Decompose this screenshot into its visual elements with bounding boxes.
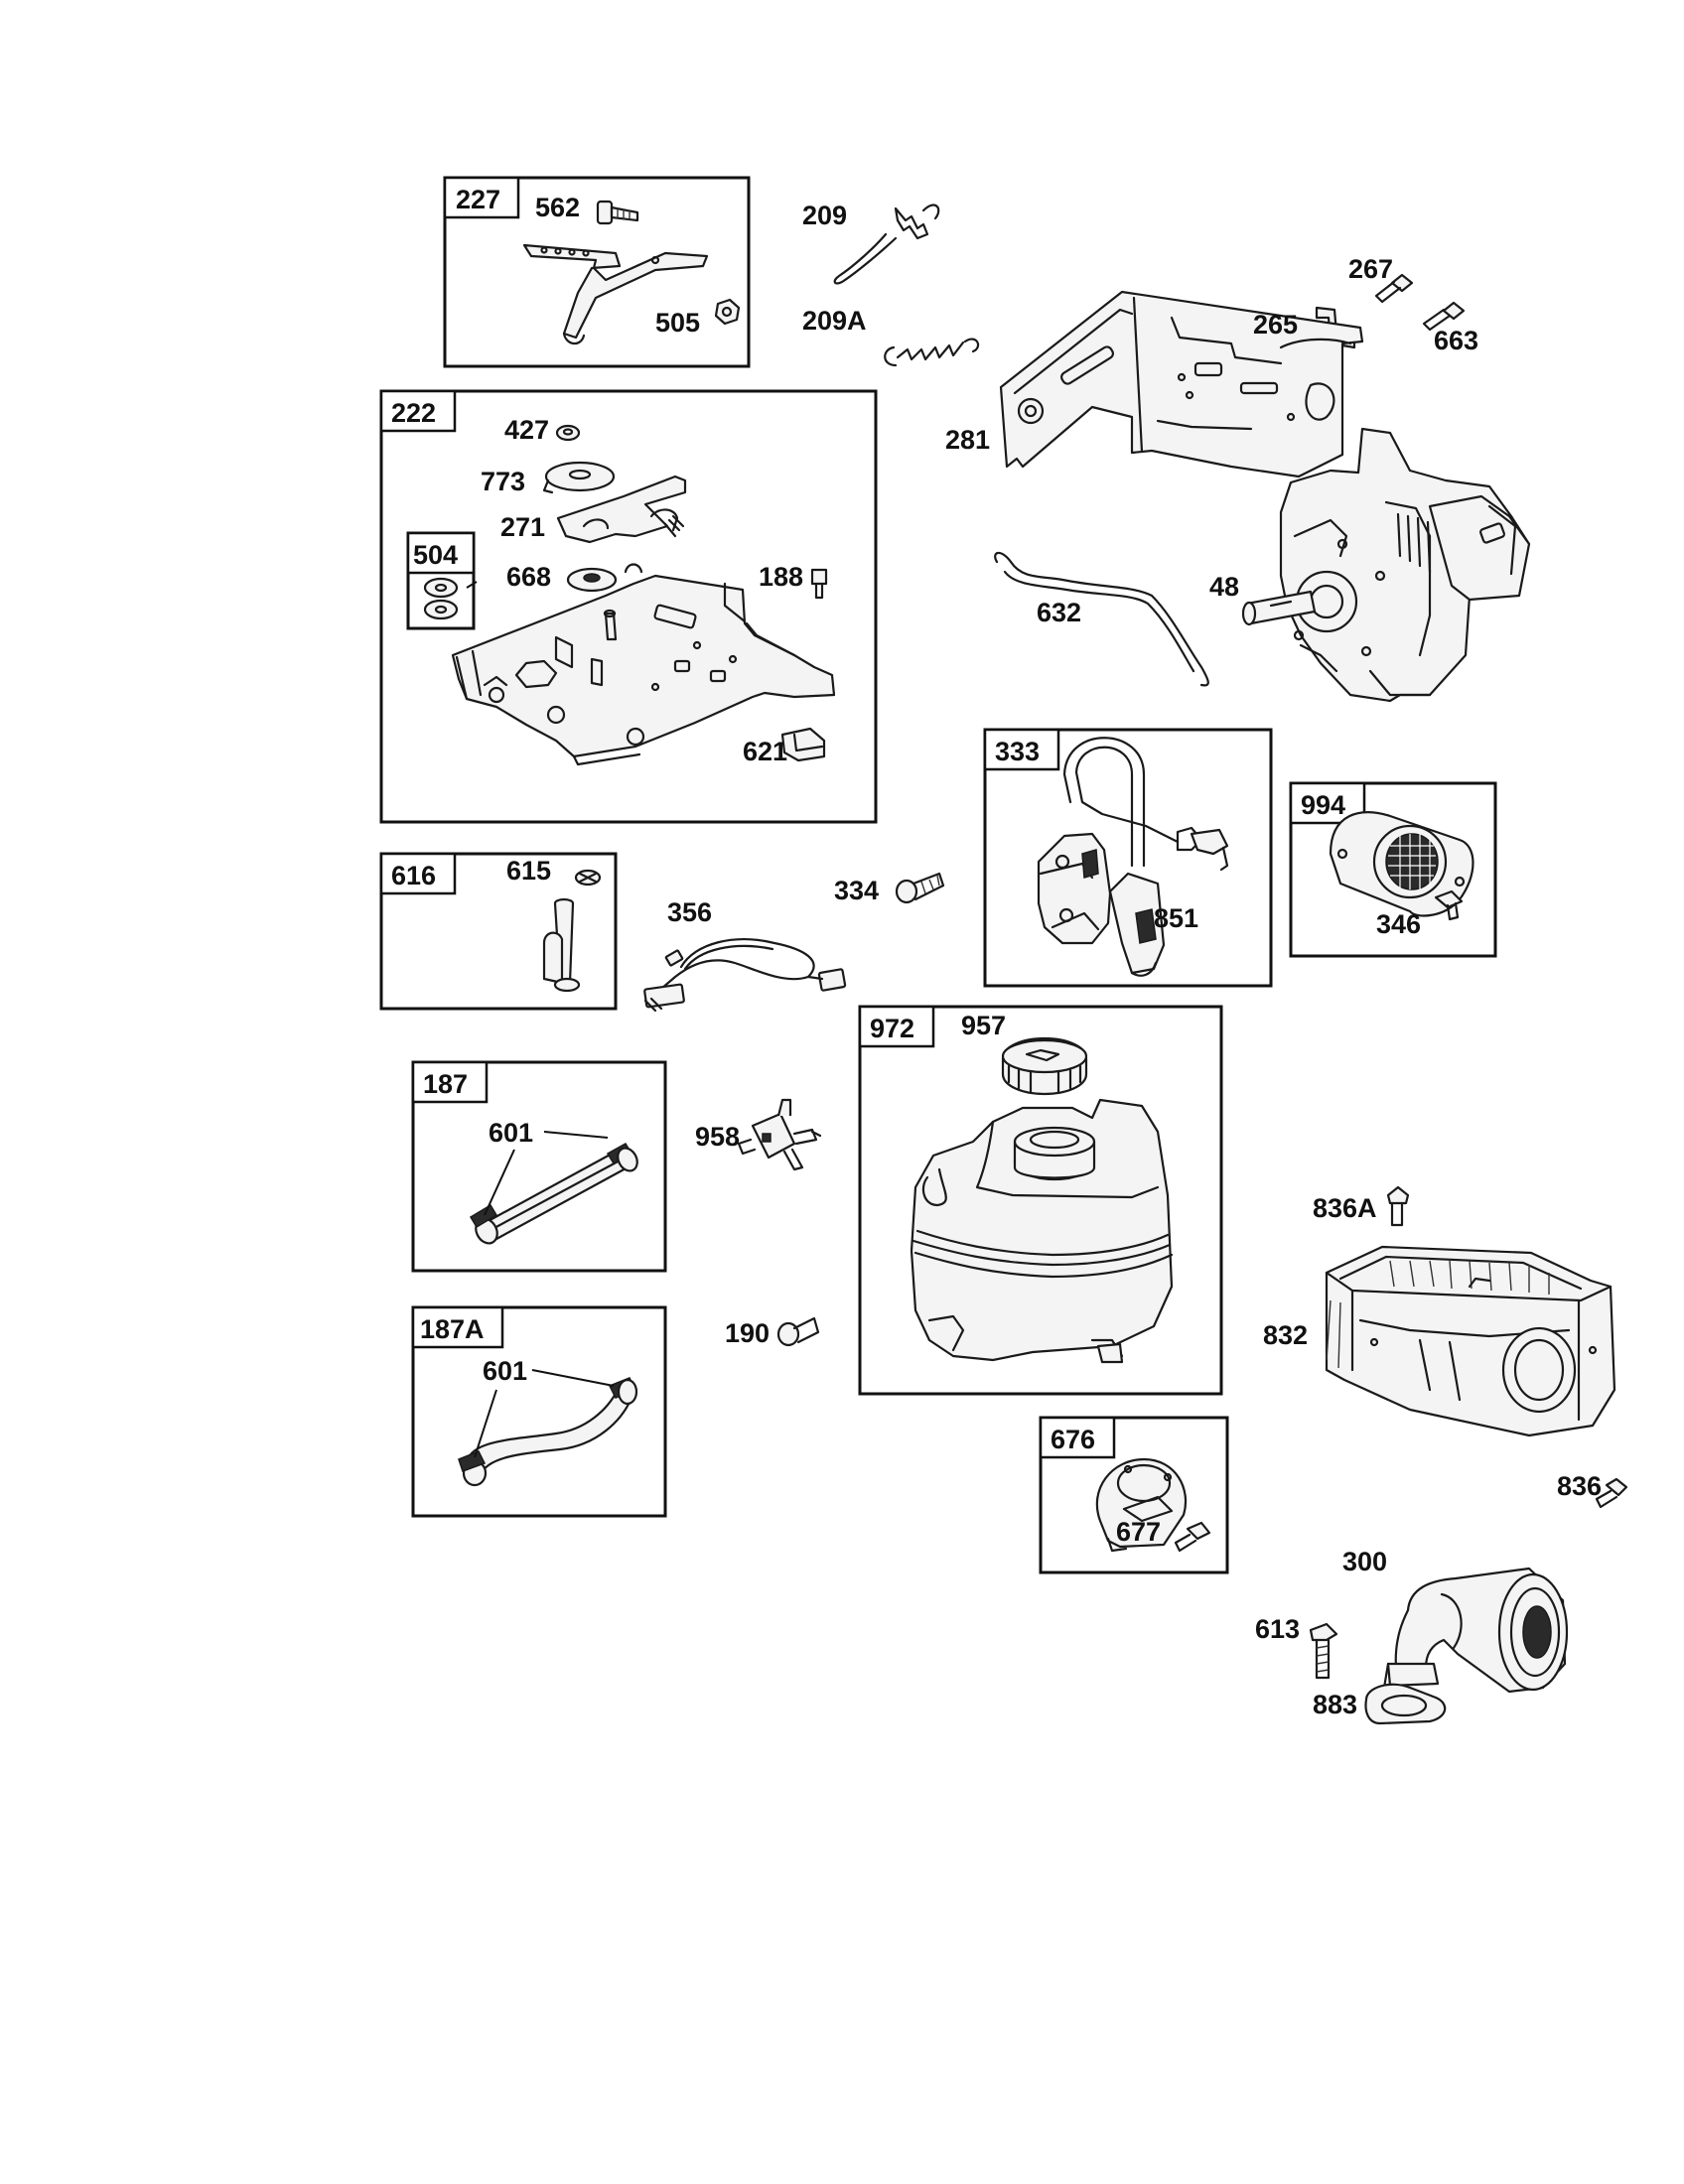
leader-601-b1: [531, 1369, 615, 1387]
part-209-label: 209: [802, 201, 847, 230]
leader-601-a2: [484, 1149, 515, 1216]
group-972-label: 972: [870, 1014, 914, 1043]
group-676-label: 676: [1051, 1425, 1095, 1454]
part-271-label: 271: [500, 512, 545, 542]
spring-209-drawing: [833, 204, 940, 285]
leader-601-b2: [474, 1389, 497, 1458]
nut-505-drawing: [714, 298, 741, 326]
part-190-label: 190: [725, 1318, 770, 1348]
part-601-label-a: 601: [489, 1118, 533, 1148]
part-836a-label: 836A: [1313, 1193, 1377, 1223]
part-615-label: 615: [506, 856, 551, 886]
part-334-label: 334: [834, 876, 879, 905]
group-227-box: 227: [443, 176, 751, 368]
muffler-300-drawing: [1382, 1567, 1569, 1694]
part-505-label: 505: [655, 308, 700, 338]
control-lever-773-drawing: [542, 461, 616, 494]
part-832-label: 832: [1263, 1320, 1308, 1350]
bushing-668-drawing: [566, 567, 618, 593]
part-48-label: 48: [1209, 572, 1239, 602]
group-333-label: 333: [995, 737, 1040, 766]
part-773-label: 773: [481, 467, 525, 496]
part-427-label: 427: [504, 415, 549, 445]
part-668-label: 668: [506, 562, 551, 592]
group-333-box: 333: [983, 728, 1273, 988]
group-972-box: 972: [858, 1005, 1223, 1396]
group-676-box: 676: [1039, 1416, 1229, 1574]
part-188-label: 188: [759, 562, 803, 592]
control-bracket-222-drawing: [451, 563, 836, 766]
screw-836-drawing: [1595, 1477, 1628, 1509]
part-562-label: 562: [535, 193, 580, 222]
group-994-label: 994: [1301, 790, 1345, 820]
ignition-coil-333-drawing: [1037, 737, 1229, 977]
part-346-label: 346: [1376, 909, 1421, 939]
nut-427-drawing: [555, 424, 581, 442]
fuel-line-187-drawing: [469, 1142, 638, 1245]
engine-48-drawing: [1241, 427, 1531, 703]
part-677-label: 677: [1116, 1517, 1161, 1547]
part-616-drawing: [542, 897, 581, 993]
group-187-label: 187: [423, 1069, 468, 1099]
part-267-label: 267: [1348, 254, 1393, 284]
blower-housing-281-drawing: [999, 290, 1364, 478]
group-187a-box: 187A: [411, 1305, 667, 1518]
group-616-label: 616: [391, 861, 436, 890]
governor-lever-227-drawing: [522, 243, 709, 345]
screw-267-drawing: [1374, 273, 1414, 304]
screw-188-drawing: [810, 568, 828, 600]
part-676-drawing: [1095, 1457, 1188, 1553]
fuel-tank-972-drawing: [910, 1098, 1174, 1364]
part-601-label-b: 601: [483, 1356, 527, 1386]
part-621-label: 621: [743, 737, 787, 766]
part-958-label: 958: [695, 1122, 740, 1152]
screw-334-drawing: [895, 872, 945, 904]
screw-613-drawing: [1309, 1622, 1338, 1680]
wire-harness-356-drawing: [643, 938, 847, 1013]
part-300-label: 300: [1342, 1547, 1387, 1576]
part-281-label: 281: [945, 425, 990, 455]
part-851-label: 851: [1154, 903, 1198, 933]
gasket-883-drawing: [1364, 1683, 1447, 1725]
part-613-label: 613: [1255, 1614, 1300, 1644]
part-836-label: 836: [1557, 1471, 1602, 1501]
governor-link-632-drawing: [994, 551, 1209, 687]
part-265-label: 265: [1253, 310, 1298, 340]
leader-601-a1: [543, 1131, 609, 1139]
screw-562-drawing: [596, 200, 639, 225]
leader-504: [466, 581, 478, 589]
control-plate-271-drawing: [556, 475, 687, 544]
spring-209a-drawing: [884, 338, 980, 367]
screw-346-drawing: [1434, 889, 1464, 921]
group-616-box: 616: [379, 852, 618, 1011]
part-615-drawing: [574, 869, 602, 887]
fuel-cap-957-drawing: [1001, 1036, 1088, 1096]
heat-shield-832-drawing: [1325, 1245, 1616, 1437]
screw-190-drawing: [776, 1316, 820, 1347]
group-504-label: 504: [413, 540, 458, 570]
clip-621-drawing: [780, 727, 826, 762]
screw-677-drawing: [1174, 1521, 1211, 1553]
part-209a-label: 209A: [802, 306, 867, 336]
group-504-box: 504: [406, 531, 476, 630]
screw-663-drawing: [1422, 301, 1466, 332]
group-222-box: 222: [379, 389, 878, 824]
part-663-label: 663: [1434, 326, 1478, 355]
fuel-line-187a-drawing: [458, 1377, 638, 1487]
group-187-box: 187: [411, 1060, 667, 1273]
muffler-guard-994-drawing: [1329, 811, 1474, 917]
screw-836a-drawing: [1386, 1185, 1410, 1227]
fuel-valve-958-drawing: [737, 1098, 822, 1171]
part-957-label: 957: [961, 1011, 1006, 1040]
part-883-label: 883: [1313, 1690, 1357, 1719]
group-222-label: 222: [391, 398, 436, 428]
group-227-label: 227: [456, 185, 500, 214]
part-356-label: 356: [667, 897, 712, 927]
part-632-label: 632: [1037, 598, 1081, 627]
washers-504-drawing: [423, 577, 459, 620]
group-187a-label: 187A: [420, 1314, 485, 1344]
